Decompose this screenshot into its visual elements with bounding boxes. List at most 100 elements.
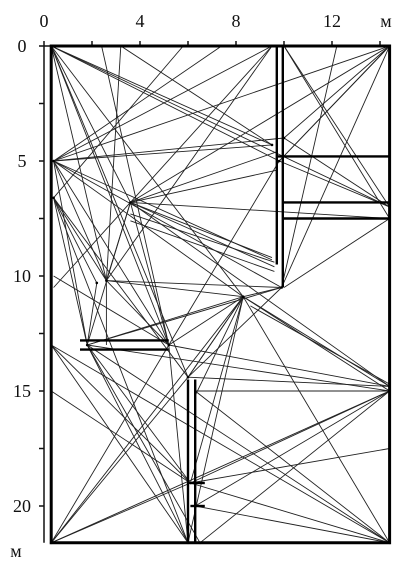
connection-line: [53, 45, 390, 162]
hub-point: [95, 281, 99, 285]
connection-line: [242, 296, 390, 392]
connection-line: [130, 201, 275, 268]
connection-line: [283, 45, 390, 139]
connection-line: [187, 287, 282, 378]
connection-line: [50, 296, 244, 544]
connection-line: [53, 160, 282, 288]
connection-line: [130, 201, 390, 219]
connection-line: [190, 390, 390, 484]
connection-line: [51, 45, 273, 146]
connection-line: [279, 160, 390, 208]
connection-line: [281, 45, 391, 288]
connection-line: [53, 202, 131, 288]
connection-line: [87, 344, 390, 392]
connection-line: [53, 197, 189, 378]
hub-point: [388, 389, 391, 393]
connection-line: [187, 296, 244, 543]
connection-line: [106, 280, 170, 346]
connection-line: [130, 45, 390, 203]
connection-line: [130, 220, 275, 272]
y-axis-unit-label: м: [10, 541, 21, 561]
connection-line: [50, 390, 191, 484]
connection-line: [129, 202, 170, 346]
hub-point: [167, 343, 171, 347]
connection-line: [106, 280, 244, 298]
connection-line: [283, 137, 390, 208]
connection-line: [50, 45, 107, 281]
x-tick-label: 4: [136, 11, 145, 31]
y-tick-label: 0: [18, 36, 27, 56]
hub-point: [280, 286, 283, 289]
connection-line: [53, 137, 285, 162]
connection-line: [50, 344, 390, 544]
connection-line: [86, 344, 201, 544]
connection-line: [50, 45, 244, 297]
connection-line: [194, 296, 244, 396]
connection-line: [53, 197, 88, 346]
connection-line: [130, 45, 273, 203]
connection-line: [105, 202, 131, 281]
connection-lines: [50, 45, 391, 544]
hub-point: [388, 205, 391, 209]
hub-point: [388, 541, 391, 545]
connection-line: [50, 45, 131, 203]
connection-line: [168, 344, 189, 543]
connection-line: [281, 45, 338, 288]
connection-line: [199, 390, 390, 544]
connection-line: [187, 296, 244, 378]
connection-line: [168, 296, 244, 346]
connection-line: [53, 160, 170, 346]
y-tick-label: 20: [13, 496, 31, 516]
connection-line: [283, 45, 390, 208]
connection-line: [189, 296, 244, 484]
connection-line: [50, 344, 191, 484]
connection-line: [250, 305, 390, 385]
hub-point: [388, 44, 391, 48]
connection-line: [194, 390, 390, 507]
hub-point: [189, 481, 192, 485]
hub-point: [270, 143, 274, 147]
hub-point: [186, 375, 190, 379]
connection-line: [53, 160, 107, 281]
connection-line: [53, 275, 170, 346]
connection-line: [87, 296, 244, 346]
connection-line: [50, 45, 189, 378]
connection-line: [53, 160, 244, 298]
y-tick-label: 5: [18, 151, 27, 171]
connection-line: [190, 482, 390, 544]
connection-line: [130, 202, 390, 387]
connection-line: [130, 169, 277, 203]
hub-point: [129, 201, 132, 204]
connection-line: [86, 344, 189, 544]
hub-point: [388, 217, 391, 220]
connection-line: [187, 376, 390, 387]
hub-point: [277, 159, 281, 163]
hub-point: [186, 541, 190, 545]
connection-line: [53, 45, 222, 162]
connection-line: [242, 296, 390, 544]
x-tick-label: 8: [232, 11, 241, 31]
connection-line: [106, 45, 273, 281]
connection-line: [51, 390, 390, 544]
connection-line: [194, 390, 390, 544]
connection-line: [86, 282, 98, 346]
hub-point: [241, 295, 245, 299]
connection-line: [120, 45, 273, 146]
connection-line: [283, 45, 390, 219]
hub-point: [105, 279, 108, 282]
x-axis-unit-label: м: [380, 11, 391, 31]
connection-line: [50, 45, 170, 346]
x-tick-label: 12: [323, 11, 341, 31]
connection-line: [86, 344, 390, 544]
connection-line: [101, 45, 170, 346]
connection-line: [53, 45, 273, 162]
connection-line: [130, 151, 277, 203]
connection-line: [53, 144, 273, 162]
connection-line: [106, 280, 282, 288]
y-tick-label: 15: [13, 381, 31, 401]
connection-line: [190, 448, 390, 484]
hub-point: [85, 343, 89, 347]
hub-point: [193, 504, 197, 508]
